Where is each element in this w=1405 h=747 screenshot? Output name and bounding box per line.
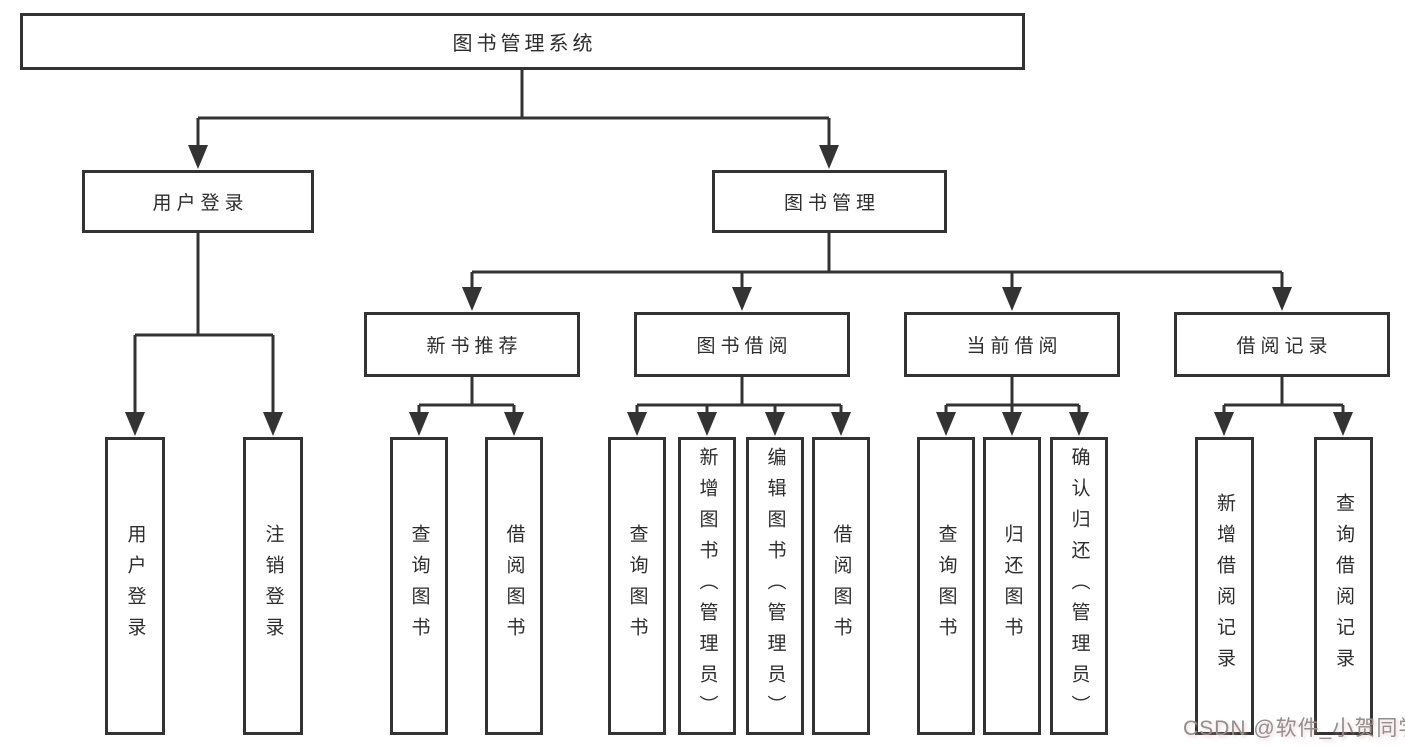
watermark: CSDN @软件_小贺同学 xyxy=(1183,717,1405,740)
leaf-query-books-recommend: 查询图书 xyxy=(390,437,448,735)
node-label: 图书管理 xyxy=(783,193,880,214)
node-new-book-recommendation: 新书推荐 xyxy=(364,312,580,377)
node-label: 查询借阅记录 xyxy=(1333,493,1354,679)
node-label: 当前借阅 xyxy=(966,336,1063,357)
node-label: 新书推荐 xyxy=(426,336,523,357)
node-label: 编辑图书（管理员） xyxy=(764,446,786,726)
leaf-query-books-current: 查询图书 xyxy=(917,437,975,735)
node-label: 查询图书 xyxy=(626,524,648,648)
leaf-add-books-admin: 新增图书（管理员） xyxy=(678,437,736,735)
leaf-edit-books-admin: 编辑图书（管理员） xyxy=(746,437,804,735)
node-user-login: 用户登录 xyxy=(82,170,314,233)
connector-new-book-branch xyxy=(409,377,524,436)
node-label: 借阅记录 xyxy=(1236,336,1333,357)
leaf-logout: 注销登录 xyxy=(243,437,303,735)
connector-book-borrowing-branch xyxy=(627,377,851,436)
node-label: 用户登录 xyxy=(152,193,249,214)
leaf-borrow-books-borrowing: 借阅图书 xyxy=(812,437,870,735)
leaf-query-borrow-record: 查询借阅记录 xyxy=(1314,437,1373,735)
leaf-confirm-return-admin: 确认归还（管理员） xyxy=(1050,437,1108,735)
node-label: 注销登录 xyxy=(262,524,284,648)
node-borrowing-records: 借阅记录 xyxy=(1174,312,1390,377)
connector-root-to-level2 xyxy=(188,70,839,169)
node-label: 新增图书（管理员） xyxy=(696,446,718,726)
node-label: 归还图书 xyxy=(1001,524,1023,648)
node-label: 新增借阅记录 xyxy=(1214,493,1235,679)
connector-user-login-branch xyxy=(125,233,283,436)
connector-borrow-records-branch xyxy=(1214,377,1353,436)
node-label: 查询图书 xyxy=(408,524,430,648)
leaf-user-login: 用户登录 xyxy=(105,437,165,735)
leaf-return-books: 归还图书 xyxy=(983,437,1041,735)
node-label: 借阅图书 xyxy=(503,524,525,648)
node-label: 用户登录 xyxy=(124,524,146,648)
node-label: 图书管理系统 xyxy=(452,33,597,55)
node-label: 图书借阅 xyxy=(696,336,793,357)
node-current-borrowing: 当前借阅 xyxy=(904,312,1120,377)
connector-book-management-branch xyxy=(462,233,1292,311)
leaf-query-books-borrowing: 查询图书 xyxy=(608,437,666,735)
node-library-system: 图书管理系统 xyxy=(20,13,1025,70)
node-label: 查询图书 xyxy=(935,524,957,648)
node-label: 借阅图书 xyxy=(830,524,852,648)
leaf-add-borrow-record: 新增借阅记录 xyxy=(1195,437,1254,735)
connector-current-borrowing-branch xyxy=(936,377,1089,436)
node-label: 确认归还（管理员） xyxy=(1068,446,1090,726)
node-book-management: 图书管理 xyxy=(712,170,947,233)
leaf-borrow-books-recommend: 借阅图书 xyxy=(485,437,543,735)
node-book-borrowing: 图书借阅 xyxy=(634,312,850,377)
